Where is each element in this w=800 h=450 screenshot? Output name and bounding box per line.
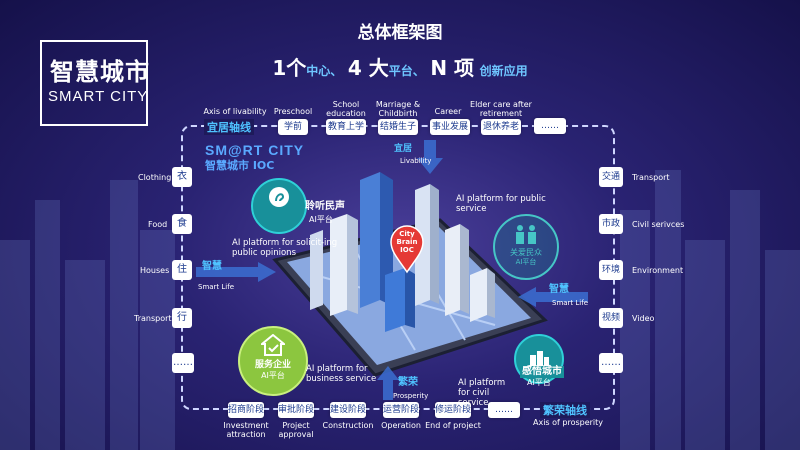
page-subtitle: 1个中心、 4 大平台、 N 项 创新应用 xyxy=(250,52,550,81)
pin-label-line: IOC xyxy=(400,246,414,254)
subtitle-part: 4 大 xyxy=(347,56,389,80)
subtitle-part: N 项 xyxy=(430,56,475,80)
public-platform-cn: 关爱民众 xyxy=(510,248,542,257)
skyline-background xyxy=(0,170,800,450)
public-platform-circle: 关爱民众 AI平台 xyxy=(493,214,559,280)
right-item-chip: 环境 xyxy=(599,260,623,280)
bottom-item-en: Construction xyxy=(322,421,374,430)
top-item-en: Elder care after retirement xyxy=(470,100,532,118)
top-item-en: Marriage & Childbirth xyxy=(375,100,421,118)
bottom-item-chip: 招商阶段 xyxy=(228,402,264,418)
page-title: 总体框架图 xyxy=(357,23,443,43)
left-item-chip: 衣 xyxy=(172,167,192,187)
right-item-chip: 交通 xyxy=(599,167,623,187)
top-item-chip: 事业发展 xyxy=(430,119,470,135)
bottom-axis-label: Axis of prosperity xyxy=(532,418,604,427)
bottom-item-en: End of project xyxy=(425,421,481,430)
ioc-title-cn: 智慧城市 IOC xyxy=(205,159,275,172)
top-item-en: Career xyxy=(434,107,462,116)
prosperity-arrow-en: Prosperity xyxy=(393,392,429,400)
public-platform-en: AI platform for public service xyxy=(456,194,546,214)
opinions-platform-ai: AI平台 xyxy=(309,215,333,224)
pin-label-line: City xyxy=(399,230,415,238)
bottom-item-en: Investment attraction xyxy=(223,421,269,439)
bottom-axis-tag: 繁荣轴线 xyxy=(540,402,590,418)
bottom-item-chip: 运营阶段 xyxy=(383,402,419,418)
pin-label: City Brain IOC xyxy=(389,230,425,254)
top-axis-tag: 宜居轴线 xyxy=(204,119,254,135)
bottom-item-chip: 建设阶段 xyxy=(330,402,366,418)
bottom-item-en: Operation xyxy=(381,421,421,430)
bottom-item-chip: …… xyxy=(488,402,520,418)
livability-arrow-cn: 宜居 xyxy=(394,144,413,154)
top-item-chip: 教育上学 xyxy=(326,119,366,135)
business-platform-circle: 服务企业 AI平台 xyxy=(238,326,308,396)
ear-icon xyxy=(269,187,289,207)
prosperity-arrow-cn: 繁荣 xyxy=(398,377,418,388)
civil-platform-en: AI platform for civil service xyxy=(458,378,506,408)
left-item-chip: 行 xyxy=(172,308,192,328)
right-item-chip: …… xyxy=(599,353,623,373)
city-brain-pin xyxy=(389,224,425,274)
civil-platform-ai: AI平台 xyxy=(527,378,551,387)
subtitle-part: 中心、 xyxy=(306,64,343,78)
map-pin-icon xyxy=(390,225,424,274)
bottom-item-en: Project approval xyxy=(278,421,314,439)
right-item-en: Transport xyxy=(632,173,670,182)
left-item-en: Clothing xyxy=(138,173,172,182)
people-icon xyxy=(516,225,536,244)
ioc-title-en: SM@RT CITY xyxy=(205,142,305,158)
logo-english: SMART CITY xyxy=(48,88,149,105)
smart-left-cn: 智慧 xyxy=(202,261,222,272)
subtitle-part: 创新应用 xyxy=(479,64,528,78)
top-item-en: Preschool xyxy=(273,107,313,116)
opinions-platform-en: AI platform for solicit-ing public opini… xyxy=(232,238,338,258)
top-item-chip: 学前 xyxy=(278,119,308,135)
bottom-item-chip: 审批阶段 xyxy=(278,402,314,418)
smart-left-en: Smart Life xyxy=(198,283,235,291)
smart-right-cn: 智慧 xyxy=(549,284,569,295)
business-platform-cn: 服务企业 xyxy=(254,360,291,370)
opinions-platform-cn: 聆听民声 xyxy=(305,201,345,212)
city-tablet-illustration xyxy=(272,172,548,377)
right-item-en: Video xyxy=(632,314,655,323)
top-axis-label: Axis of livability xyxy=(203,107,267,116)
smart-right-en: Smart Life xyxy=(552,299,589,307)
subtitle-part: 1个 xyxy=(272,56,307,80)
left-item-chip: 住 xyxy=(172,260,192,280)
business-platform-en: AI platform for business service xyxy=(306,364,377,384)
business-platform-ai: AI平台 xyxy=(261,371,285,380)
arrow-right-icon xyxy=(196,262,276,282)
left-item-en: Transport xyxy=(134,314,172,323)
left-item-en: Food xyxy=(148,220,168,229)
opinions-platform-circle xyxy=(251,178,307,234)
right-item-chip: 市政 xyxy=(599,214,623,234)
top-item-en: School education xyxy=(326,100,366,118)
left-item-chip: 食 xyxy=(172,214,192,234)
logo-chinese: 智慧城市 xyxy=(50,58,150,86)
buildings-icon xyxy=(530,351,549,367)
right-item-en: Civil serivces xyxy=(632,220,685,229)
left-item-chip: …… xyxy=(172,353,194,373)
bottom-item-chip: 修运阶段 xyxy=(435,402,471,418)
arrow-up-icon xyxy=(377,366,399,400)
subtitle-part: 平台、 xyxy=(388,64,425,78)
house-icon xyxy=(259,333,287,356)
pin-label-line: Brain xyxy=(396,238,418,246)
left-item-en: Houses xyxy=(140,266,170,275)
arrow-down-icon xyxy=(417,140,443,174)
arrow-left-icon xyxy=(518,287,588,307)
right-item-en: Environment xyxy=(632,266,684,275)
livability-arrow-en: Livability xyxy=(400,157,432,165)
top-item-chip: …… xyxy=(534,118,566,134)
logo-frame xyxy=(40,40,148,126)
public-platform-ai: AI平台 xyxy=(515,258,537,266)
civil-platform-cn: 感悟城市 xyxy=(520,366,564,378)
right-item-chip: 视频 xyxy=(599,308,623,328)
top-item-chip: 退休养老 xyxy=(481,119,521,135)
top-item-chip: 结婚生子 xyxy=(378,119,418,135)
